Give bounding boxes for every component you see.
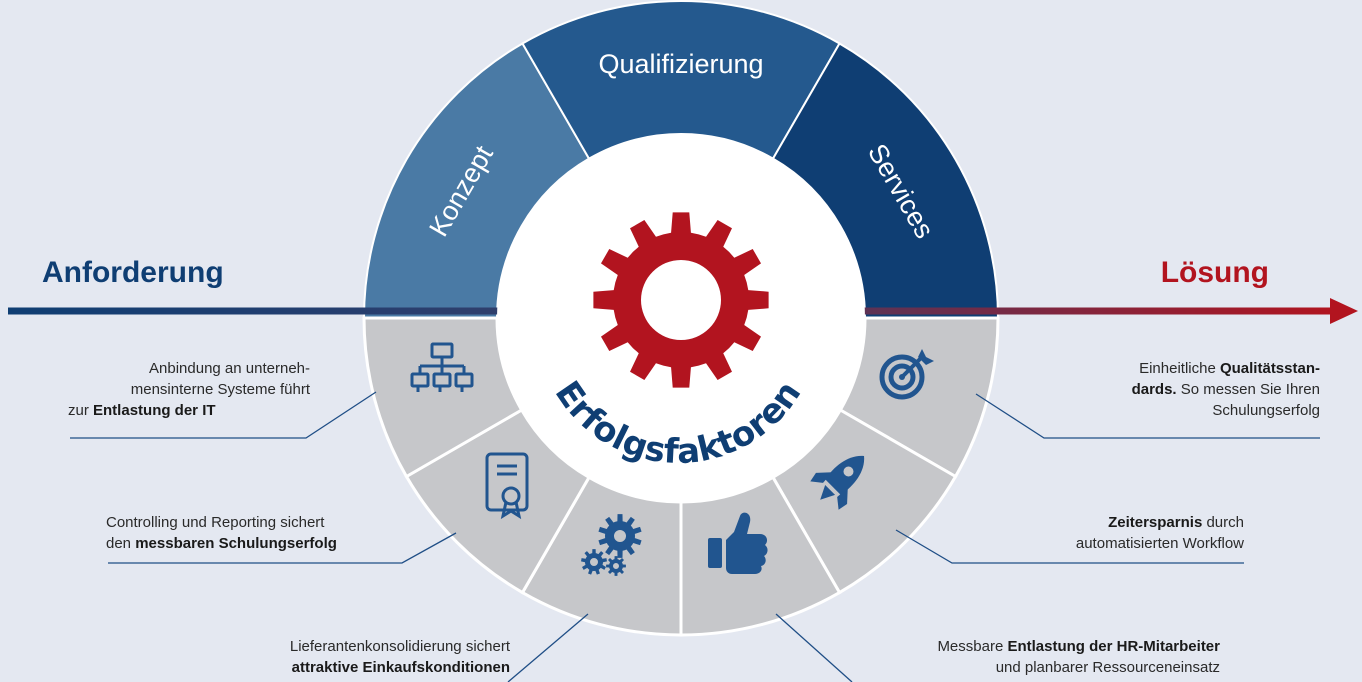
annotation-text: Schulungserfolg [1212,402,1320,419]
annotation-qualitaet: Einheitliche Qualitätsstan- dards. So me… [1010,358,1320,421]
annotation-text: Einheitliche Qualitätsstan- [1010,358,1320,379]
annotation-highlight: Qualitätsstan- [1219,360,1320,377]
certificate-icon [485,452,529,520]
annotation-controlling: Controlling und Reporting sichert den me… [106,512,426,554]
gear-shape [581,549,607,575]
annotation-highlight: Entlastung der HR-Mitarbeiter [1007,638,1220,655]
gears-icon [581,514,642,576]
annotation-text: dards. So messen Sie Ihren [1010,379,1320,400]
gear-shape [598,514,642,558]
annotation-highlight: dards. [1131,381,1177,398]
gear-shape [606,556,626,576]
annotation-highlight: messbaren Schulungserfolg [135,535,337,552]
left-heading: Anforderung [42,256,224,289]
center-circle [497,134,865,502]
annotation-text: mensinterne Systeme führt [130,381,310,398]
annotation-text: automatisierten Workflow [1075,535,1244,552]
gear-icon [593,212,769,388]
annotation-text: Messbare Entlastung der HR-Mitarbeiter [820,636,1220,657]
annotation-text: Anbindung an unterneh- [149,360,310,377]
annotation-highlight: attraktive Einkaufskonditionen [291,659,510,676]
annotation-lieferanten: Lieferantenkonsolidierung sichert attrak… [150,636,510,678]
annotation-text: Controlling und Reporting sichert [106,514,325,531]
annotation-text: den [106,535,136,552]
annotation-text: zur [68,402,94,419]
rocket-icon [810,455,865,510]
annotation-text: zur Entlastung der IT [60,400,310,421]
annotation-text: den messbaren Schulungserfolg [106,533,426,554]
annotation-highlight: Zeitersparnis [1108,514,1203,531]
annotation-it: Anbindung an unterneh- mensinterne Syste… [60,358,310,421]
annotation-text: durch [1202,514,1244,531]
network-icon [410,342,474,392]
annotation-text: und planbarer Ressourceneinsatz [995,659,1220,676]
right-heading: Lösung [1160,256,1269,289]
annotation-text: Lieferantenkonsolidierung sichert [289,638,510,655]
annotation-text: So messen Sie Ihren [1176,381,1320,398]
target-icon [879,349,934,400]
leader-lines [70,391,1320,682]
thumbs-up-icon [708,512,768,574]
annotation-text: attraktive Einkaufskonditionen [150,657,510,678]
annotation-hr: Messbare Entlastung der HR-Mitarbeiter u… [820,636,1220,678]
annotation-zeit: Zeitersparnis durch automatisierten Work… [944,512,1244,554]
gear-shape [593,212,769,388]
annotation-highlight: Entlastung der IT [93,402,216,419]
segment-qualifizierung-label: Qualifizierung [598,49,763,79]
annotation-text: Messbare [937,638,1008,655]
annotation-text: Zeitersparnis durch [944,512,1244,533]
bottom-segments [362,316,1000,637]
annotation-text: Einheitliche [1139,360,1220,377]
